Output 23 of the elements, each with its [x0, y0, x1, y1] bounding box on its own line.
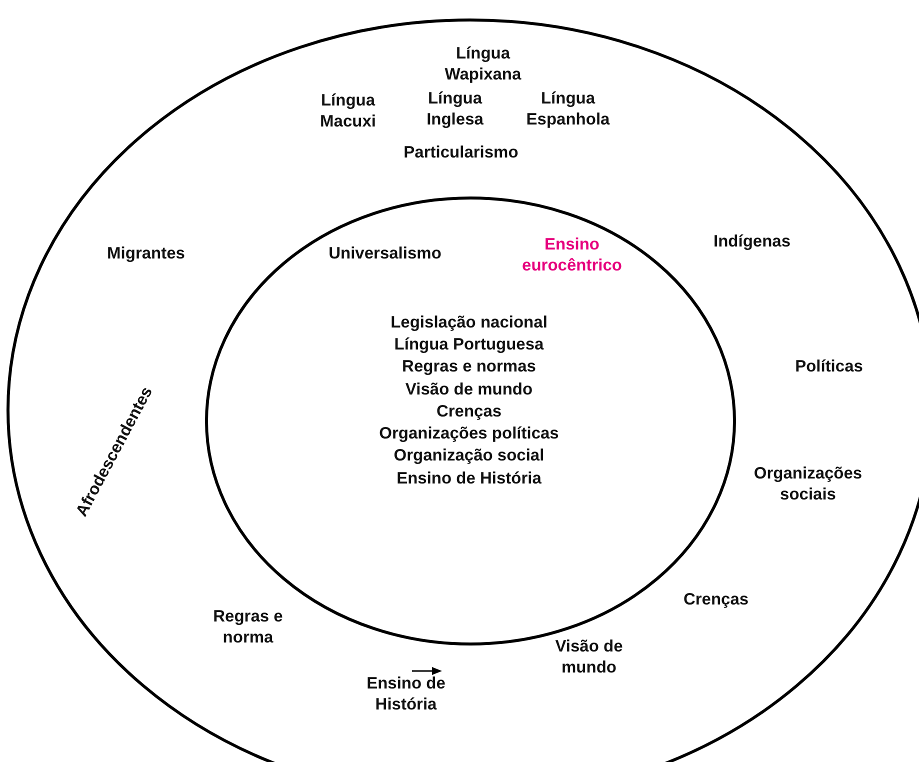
ring-label: Língua Macuxi: [319, 90, 377, 133]
ring-label: Organizações políticas: [379, 423, 559, 444]
ring-label: Crenças: [683, 589, 749, 610]
ring-label: Particularismo: [404, 142, 518, 164]
ring-label: Língua Portuguesa: [394, 334, 544, 356]
ring-label: Legislação nacional: [390, 312, 548, 334]
ring-label: Organizações sociais: [752, 464, 864, 506]
ring-label: Ensino eurocêntrico: [521, 234, 623, 277]
ring-label: Regras e normas: [402, 356, 536, 378]
ring-label: Regras e norma: [212, 606, 284, 649]
ring-label: Migrantes: [107, 243, 185, 264]
ring-label: Ensino de História: [366, 674, 446, 716]
ring-label: Ensino de História: [396, 468, 542, 490]
ring-label: Língua Wapixana: [444, 44, 522, 86]
ring-label: Língua Inglesa: [426, 88, 484, 131]
ring-label: Crenças: [436, 401, 502, 422]
ring-label: Políticas: [795, 356, 863, 378]
ring-label: Universalismo: [328, 243, 442, 264]
ring-label: Organização social: [394, 445, 544, 466]
ring-label: Indígenas: [714, 231, 790, 252]
ring-label: Visão de mundo: [554, 636, 624, 679]
ring-label: Visão de mundo: [405, 379, 533, 400]
ring-label: Língua Espanhola: [525, 88, 611, 131]
